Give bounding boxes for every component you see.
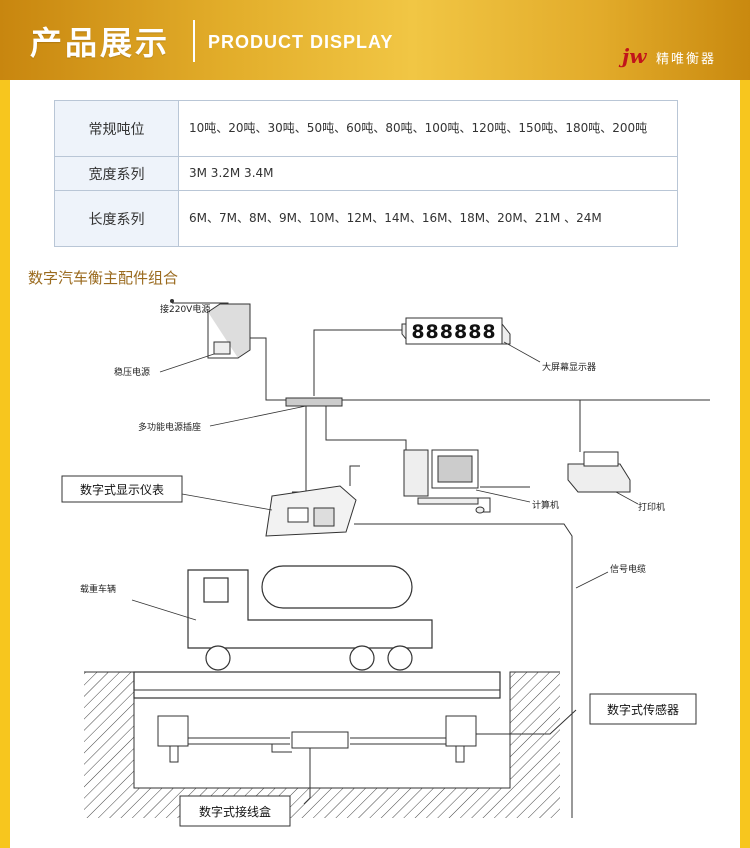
brand-name: 精唯衡器 <box>656 52 717 67</box>
label-signal-cable: 信号电缆 <box>610 563 646 575</box>
label-vehicle: 载重车辆 <box>80 583 116 595</box>
big-screen-display: 888888 <box>401 317 511 345</box>
stabilizer <box>170 299 251 359</box>
printer <box>567 451 631 493</box>
label-box-indicator: 数字式显示仪表 <box>61 475 183 503</box>
truck-scale-diagram: 888888 <box>61 299 710 827</box>
label-socket: 多功能电源插座 <box>138 421 201 433</box>
section-title: 数字汽车衡主配件组合 <box>28 269 179 287</box>
label-junction-box: 数字式接线盒 <box>199 804 271 819</box>
header-divider <box>193 20 195 62</box>
page-subtitle: PRODUCT DISPLAY <box>208 32 394 52</box>
big-screen-digits: 888888 <box>411 321 496 343</box>
page-title: 产品展示 <box>30 24 171 62</box>
label-big-screen: 大屏幕显示器 <box>542 361 596 373</box>
computer <box>403 449 485 514</box>
weighbridge-platform <box>133 671 501 699</box>
table-row: 长度系列 6M、7M、8M、9M、10M、12M、14M、16M、18M、20M… <box>54 190 678 247</box>
label-power-input: 接220V电源 <box>160 303 210 315</box>
table-row: 宽度系列 3M 3.2M 3.4M <box>54 156 678 191</box>
label-stabilizer: 稳压电源 <box>114 366 150 378</box>
label-printer: 打印机 <box>638 501 665 513</box>
label-computer: 计算机 <box>532 499 559 511</box>
spec-value-capacity: 10吨、20吨、30吨、50吨、60吨、80吨、100吨、120吨、150吨、1… <box>178 100 678 157</box>
spec-label-capacity: 常规吨位 <box>54 100 179 157</box>
spec-table: 常规吨位 10吨、20吨、30吨、50吨、60吨、80吨、100吨、120吨、1… <box>54 100 678 247</box>
load-cell-left <box>157 715 189 763</box>
junction-box <box>291 731 349 749</box>
spec-label-width: 宽度系列 <box>54 156 179 191</box>
digital-indicator <box>265 485 357 537</box>
spec-value-length: 6M、7M、8M、9M、10M、12M、14M、16M、18M、20M、21M … <box>178 190 678 247</box>
truck <box>187 565 433 671</box>
load-cell-right <box>445 715 477 763</box>
label-box-junction: 数字式接线盒 <box>179 795 291 827</box>
brand-logo-mark: jw <box>622 44 647 68</box>
table-row: 常规吨位 10吨、20吨、30吨、50吨、60吨、80吨、100吨、120吨、1… <box>54 100 678 157</box>
label-indicator: 数字式显示仪表 <box>80 482 164 497</box>
power-socket <box>285 397 343 407</box>
label-sensor: 数字式传感器 <box>607 702 679 717</box>
content-panel: 常规吨位 10吨、20吨、30吨、50吨、60吨、80吨、100吨、120吨、1… <box>10 80 740 848</box>
spec-label-length: 长度系列 <box>54 190 179 247</box>
brand-logo: jw 精唯衡器 <box>622 44 742 68</box>
header-banner: 产品展示 PRODUCT DISPLAY jw 精唯衡器 <box>0 0 750 80</box>
label-box-sensor: 数字式传感器 <box>589 693 697 725</box>
